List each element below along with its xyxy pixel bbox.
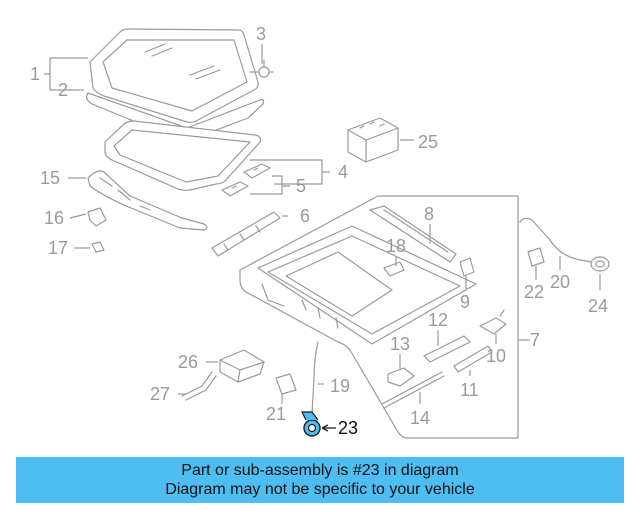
callout-13: 13 (390, 334, 410, 354)
part-10-linkage (479, 317, 507, 335)
part-6-rail (211, 211, 281, 257)
callout-5: 5 (296, 176, 306, 196)
part-23-highlighted (301, 411, 321, 437)
part-19-cable (311, 341, 319, 415)
sunroof-housing (257, 205, 477, 345)
info-banner: Part or sub-assembly is #23 in diagram D… (16, 457, 624, 503)
callout-4: 4 (338, 162, 348, 182)
callout-2: 2 (58, 80, 68, 100)
callout-17: 17 (48, 238, 68, 258)
callout-21: 21 (266, 404, 286, 424)
part-15-deflector (87, 170, 208, 231)
part-13-bracket (387, 367, 415, 387)
callout-18: 18 (386, 236, 406, 256)
part-7-housing-bracket (239, 195, 519, 439)
part-20-drain-hose (519, 217, 593, 263)
callout-24: 24 (588, 296, 608, 316)
part-9-guide (459, 257, 475, 277)
part-4-frame (104, 120, 262, 191)
callout-3: 3 (256, 24, 266, 44)
part-12-cable-guide (423, 335, 471, 363)
part-26-switch (219, 349, 265, 383)
parts-diagram: 1 2 3 4 5 6 7 8 9 10 11 12 13 14 15 16 1… (30, 24, 610, 439)
callout-23: 23 (338, 418, 358, 438)
part-17-pad (91, 241, 105, 253)
callout-26: 26 (178, 352, 198, 372)
callout-16: 16 (44, 208, 64, 228)
callout-27: 27 (150, 384, 170, 404)
callout-15: 15 (40, 168, 60, 188)
part-27-hose (181, 371, 213, 397)
part-22-clip (527, 247, 545, 267)
callout-9: 9 (460, 292, 470, 312)
part-21-clip (275, 373, 297, 395)
callout-19: 19 (330, 376, 350, 396)
part-5-brackets (221, 163, 271, 197)
callout-14: 14 (410, 408, 430, 428)
callout-6: 6 (300, 206, 310, 226)
part-11-rail (453, 345, 493, 373)
callout-1: 1 (30, 64, 40, 84)
callout-8: 8 (424, 204, 434, 224)
callout-25: 25 (418, 132, 438, 152)
part-25-motor (347, 117, 399, 163)
callout-10: 10 (486, 346, 506, 366)
part-1-glass-panel (89, 28, 259, 123)
callout-12: 12 (428, 310, 448, 330)
part-16-clip (87, 207, 107, 227)
callout-7: 7 (530, 330, 540, 350)
banner-line-disclaimer: Diagram may not be specific to your vehi… (165, 481, 475, 498)
part-24-grommet (590, 256, 610, 272)
callout-20: 20 (550, 272, 570, 292)
part-3-bolt (249, 59, 274, 78)
callout-22: 22 (524, 282, 544, 302)
part-14-cable (381, 371, 443, 405)
part-18-clip (383, 261, 405, 277)
banner-line-part-info: Part or sub-assembly is #23 in diagram (181, 462, 459, 479)
callout-11: 11 (460, 380, 479, 400)
